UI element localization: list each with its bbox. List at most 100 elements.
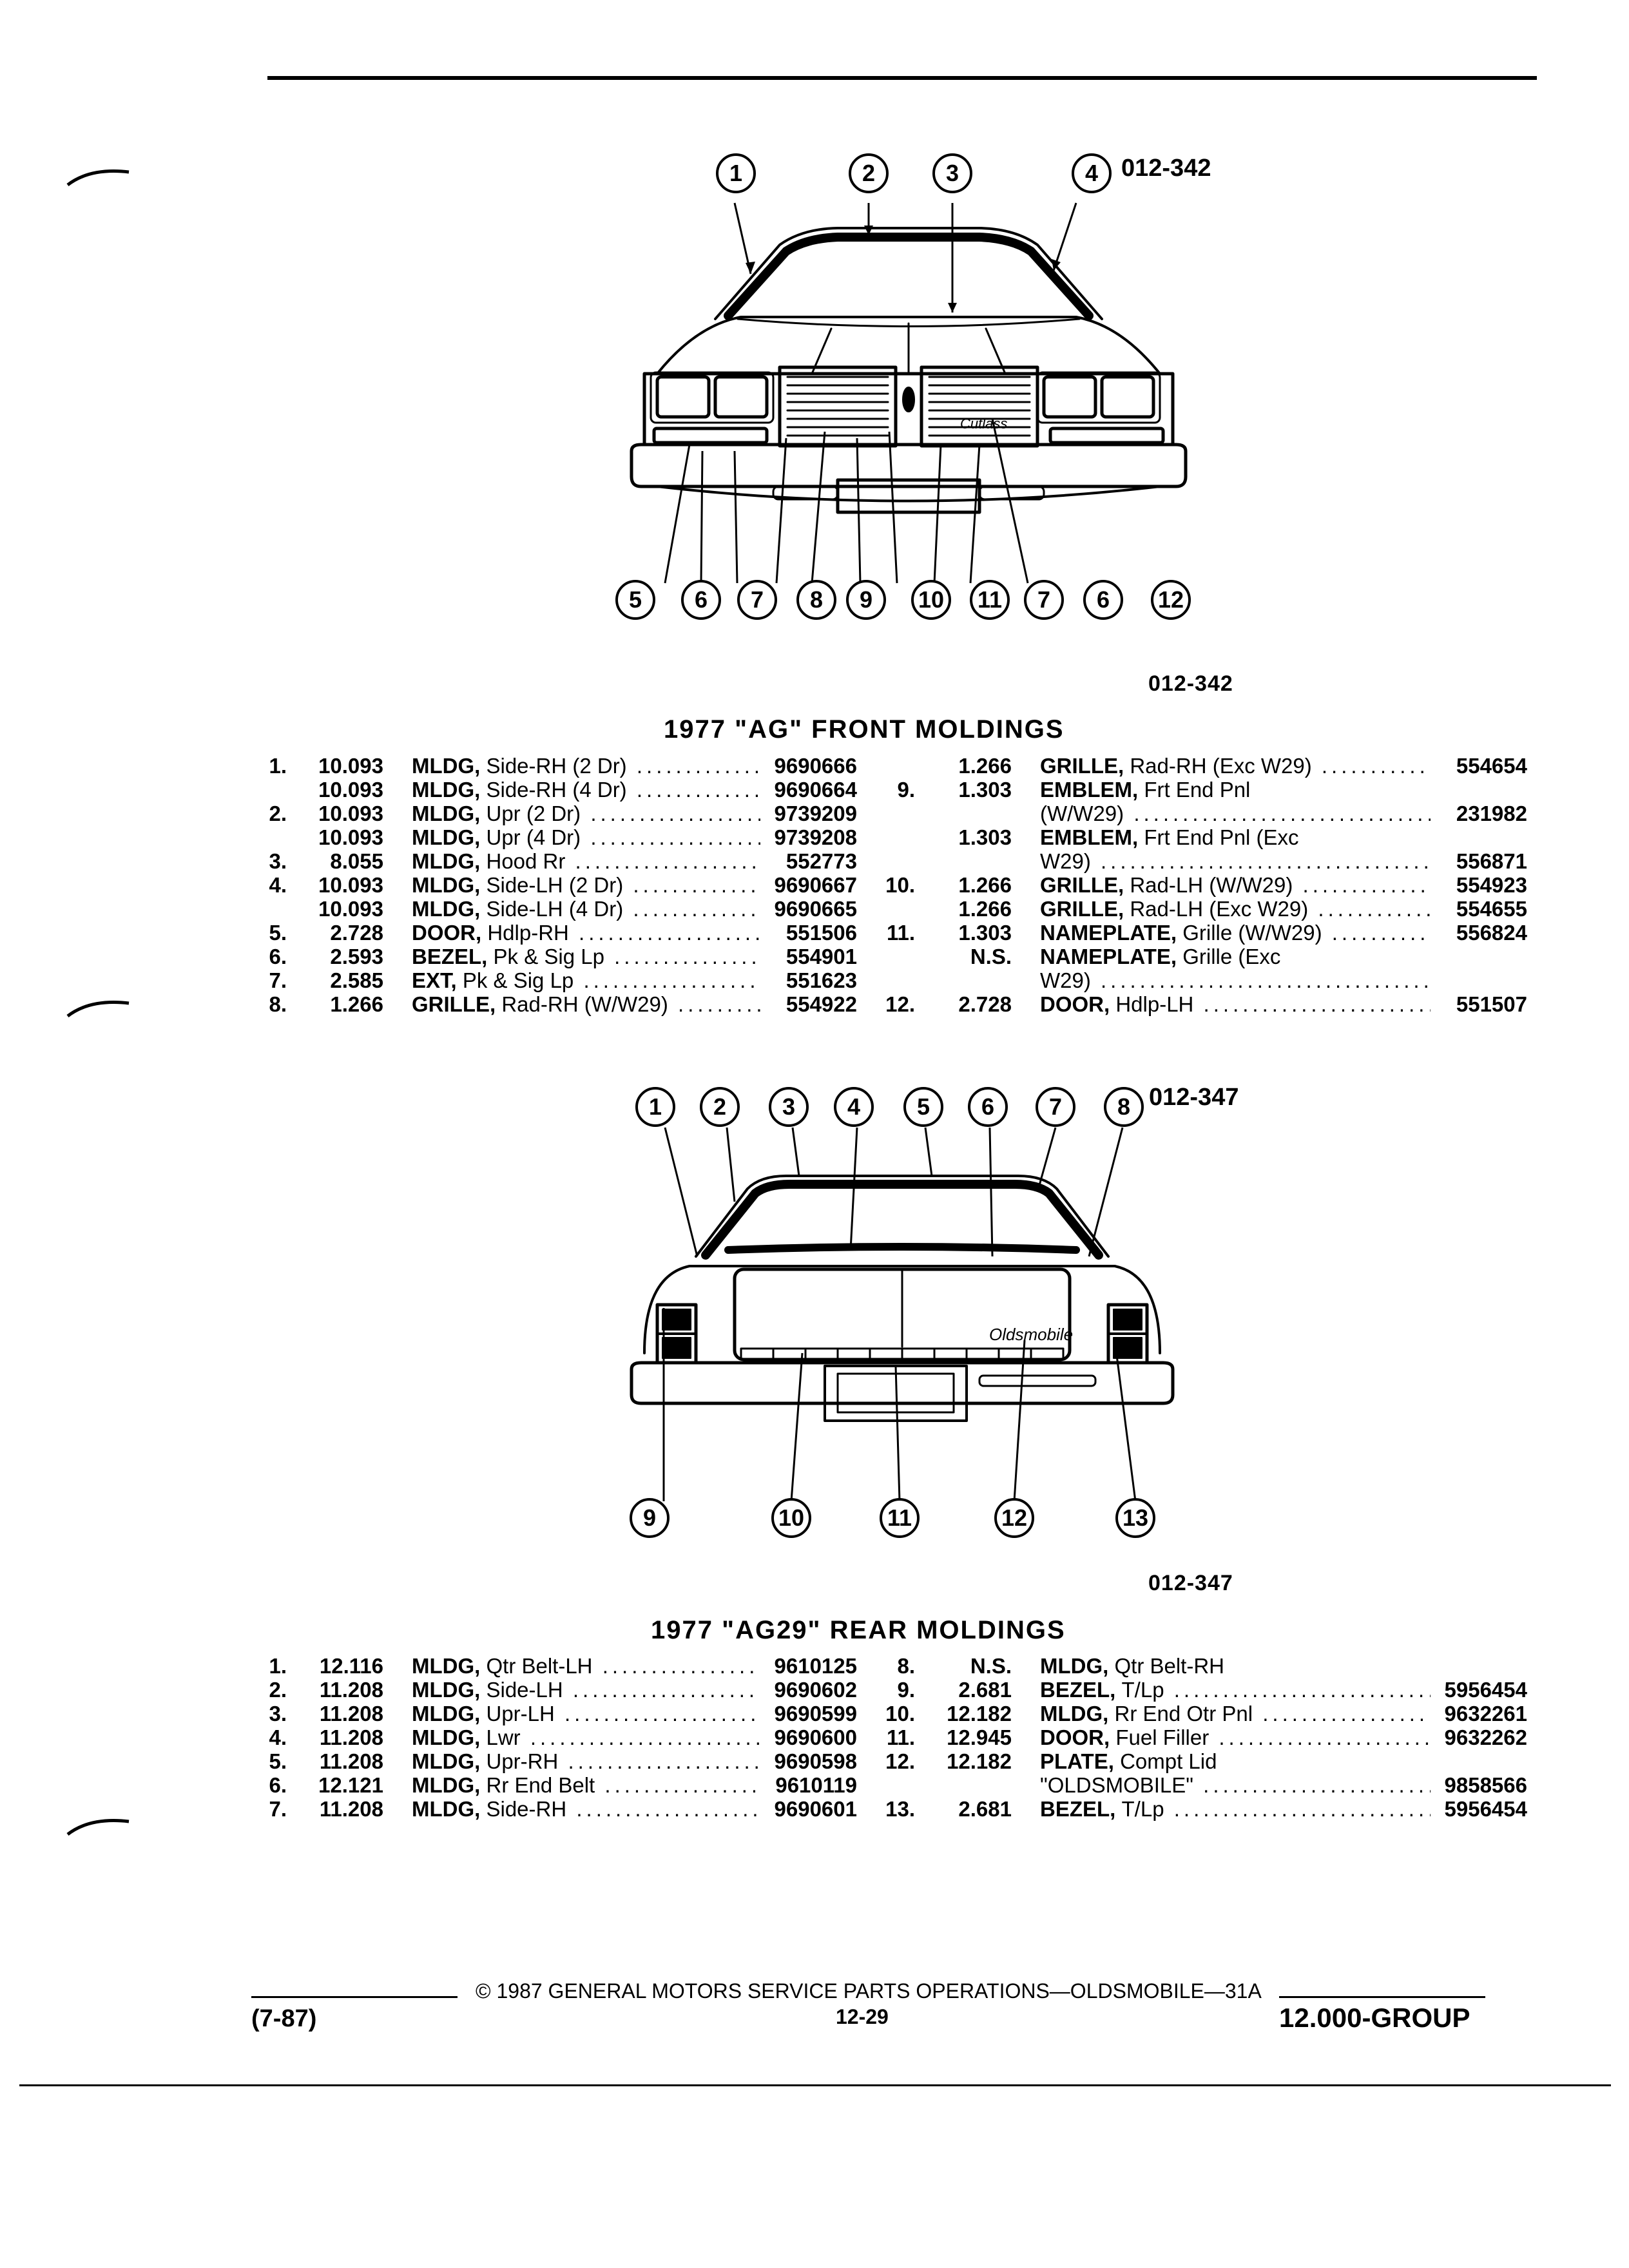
part-description: EMBLEM, Frt End Pnl (Exc [1040, 825, 1431, 849]
part-description: W29) ...................................… [1040, 968, 1431, 992]
leader-dots: ........................................ [590, 802, 760, 825]
part-detail: Rad-RH (Exc W29) [1130, 754, 1312, 778]
group-number: 1.266 [958, 754, 1012, 778]
item-number: 9. [897, 1678, 915, 1702]
leader-dots: ........................................ [1133, 802, 1431, 825]
part-number: 231982 [1456, 802, 1527, 825]
part-keyword: EXT, [412, 968, 463, 992]
part-keyword: GRILLE, [1040, 754, 1130, 778]
item-number [876, 1773, 915, 1797]
part-description: (W/W29) ................................… [1040, 802, 1431, 825]
part-keyword: MLDG, [412, 825, 487, 849]
leader-dots: ........................................ [1219, 1725, 1431, 1749]
item-number: 7. [269, 1797, 287, 1821]
part-number: 551506 [786, 921, 857, 945]
part-description: DOOR, Fuel Filler ......................… [1040, 1725, 1431, 1749]
front-callout-10: 10 [911, 580, 951, 620]
part-detail: Qtr Belt-RH [1114, 1654, 1224, 1678]
part-keyword: EMBLEM, [1040, 778, 1144, 802]
part-description: GRILLE, Rad-LH (Exc W29) ...............… [1040, 897, 1431, 921]
part-detail: Rad-LH (Exc W29) [1130, 897, 1309, 921]
rear-callout-11: 11 [880, 1498, 920, 1538]
part-description: W29) ...................................… [1040, 849, 1431, 873]
part-detail: Upr (4 Dr) [486, 825, 581, 849]
item-number [876, 968, 915, 992]
part-description: MLDG, Upr (4 Dr) .......................… [412, 825, 760, 849]
part-keyword: DOOR, [412, 921, 488, 945]
front-callout-12: 12 [1151, 580, 1191, 620]
leader-dots: ........................................ [1262, 1702, 1431, 1725]
item-number: 4. [269, 873, 287, 897]
item-number: 12. [885, 1749, 915, 1773]
front-callout-5: 5 [615, 580, 655, 620]
svg-text:Cutlass: Cutlass [960, 416, 1007, 432]
rear-leader-lines [662, 1127, 1137, 1502]
item-number [248, 778, 287, 802]
group-number: 1.266 [958, 897, 1012, 921]
part-keyword: BEZEL, [412, 945, 494, 968]
part-detail: Hdlp-RH [487, 921, 569, 945]
part-description: NAMEPLATE, Grille (Exc [1040, 945, 1431, 968]
leader-dots: ........................................ [1101, 849, 1431, 873]
leader-dots: ........................................ [575, 849, 760, 873]
part-number: 554654 [1456, 754, 1527, 778]
part-keyword: MLDG, [412, 1678, 487, 1702]
item-number: 11. [886, 921, 915, 945]
footer-date: (7-87) [251, 2005, 317, 2032]
part-description: MLDG, Side-LH (4 Dr) ...................… [412, 897, 760, 921]
item-number: 6. [269, 1773, 287, 1797]
part-number: 556871 [1456, 849, 1527, 873]
leader-dots: ........................................ [602, 1654, 760, 1678]
group-number [915, 849, 1040, 873]
part-description: MLDG, Qtr Belt-LH ......................… [412, 1654, 760, 1678]
rear-callout-8: 8 [1104, 1087, 1144, 1127]
item-number: 2. [269, 802, 287, 825]
part-number: 9739209 [774, 802, 857, 825]
leader-dots: ........................................ [583, 968, 760, 992]
part-number: 554923 [1456, 873, 1527, 897]
part-keyword: DOOR, [1040, 992, 1116, 1016]
front-figure-caption: 012-342 [1148, 671, 1233, 696]
item-number [876, 825, 915, 849]
rear-callout-5: 5 [903, 1087, 943, 1127]
part-description: MLDG, Lwr ..............................… [412, 1725, 760, 1749]
leader-dots: ........................................ [636, 754, 760, 778]
group-number: 12.121 [318, 1773, 383, 1797]
front-parts-list-right: 1.266 GRILLE, Rad-RH (Exc W29) ..........… [876, 754, 1527, 1016]
footer-copyright: © 1987 GENERAL MOTORS SERVICE PARTS OPER… [476, 1979, 1262, 2003]
part-keyword: MLDG, [412, 873, 487, 897]
rear-section-title: 1977 "AG29" REAR MOLDINGS [651, 1616, 1066, 1644]
group-number: 11.208 [319, 1749, 383, 1773]
front-callout-1: 1 [716, 153, 756, 193]
part-number: 554901 [786, 945, 857, 968]
part-detail: Compt Lid [1120, 1749, 1217, 1773]
part-keyword: EMBLEM, [1040, 825, 1144, 849]
part-number: 9632261 [1444, 1702, 1527, 1725]
rear-callout-9: 9 [630, 1498, 670, 1538]
group-number: 10.093 [318, 802, 383, 825]
leader-dots: ........................................ [564, 1702, 760, 1725]
part-number [1431, 825, 1527, 849]
part-keyword: MLDG, [412, 802, 487, 825]
group-number: 10.093 [318, 897, 383, 921]
top-rule [267, 76, 1537, 80]
part-keyword: MLDG, [412, 778, 487, 802]
part-keyword: BEZEL, [1040, 1797, 1122, 1821]
part-keyword: MLDG, [412, 1749, 487, 1773]
part-description: BEZEL, Pk & Sig Lp .....................… [412, 945, 760, 968]
